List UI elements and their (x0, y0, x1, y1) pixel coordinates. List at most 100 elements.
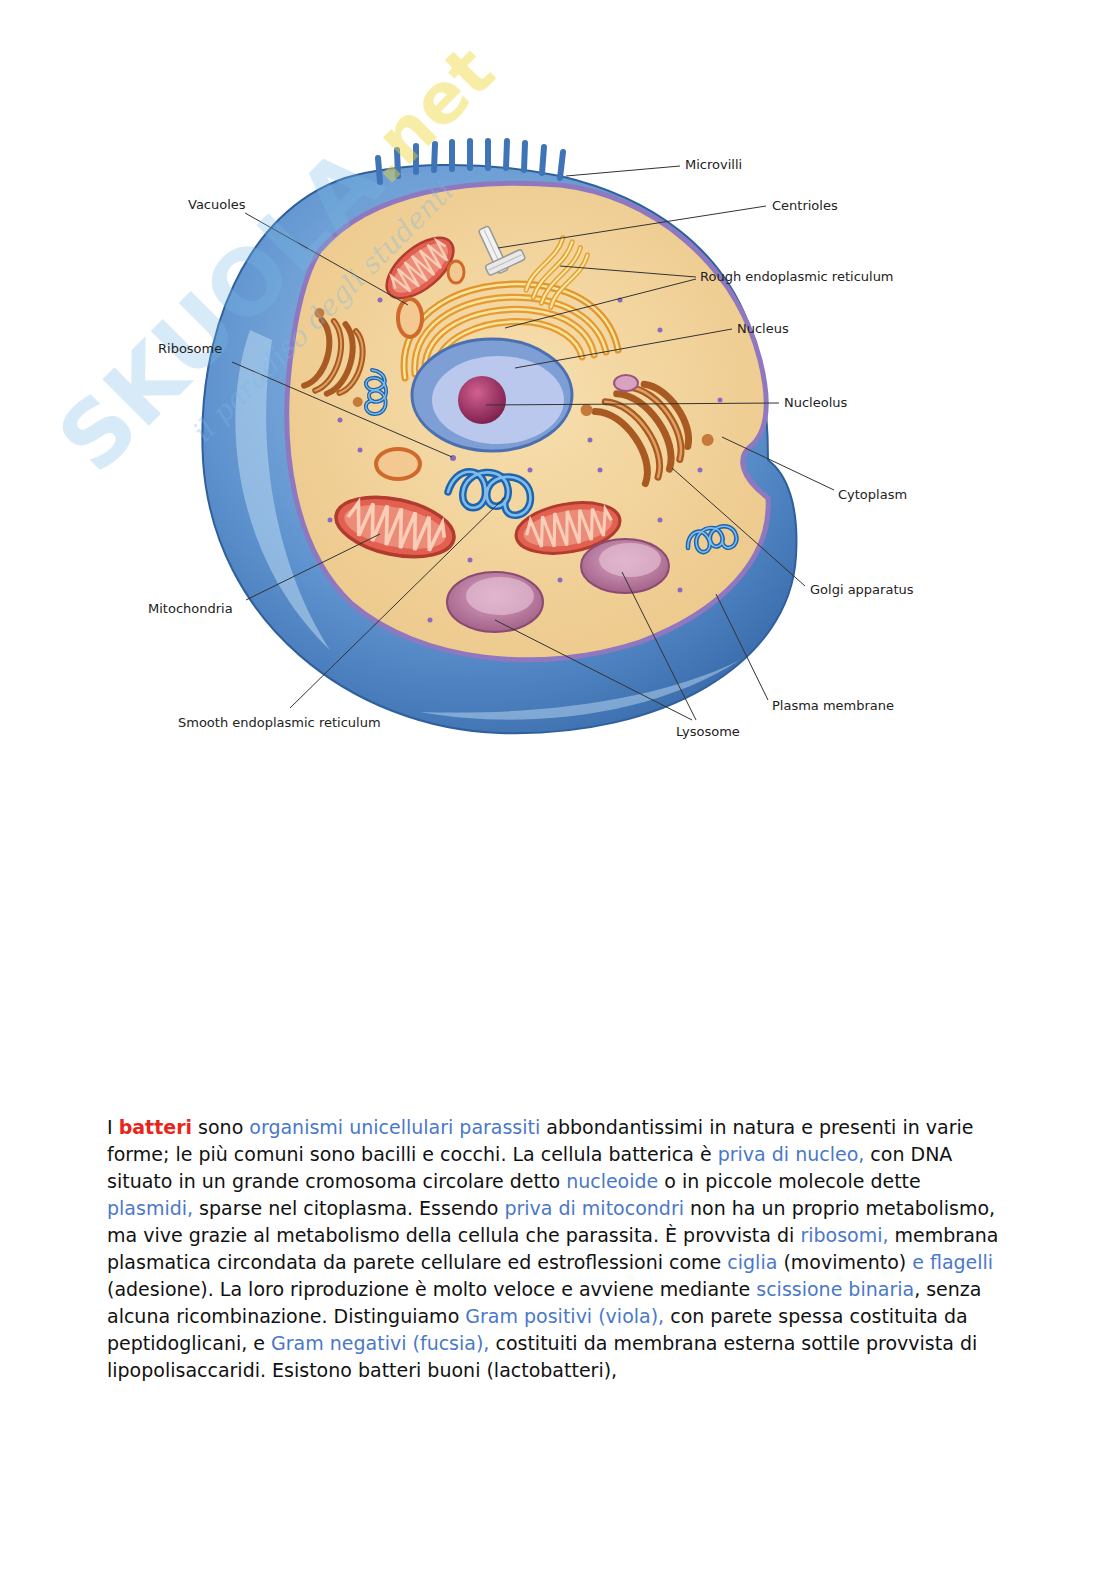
smooth-endoplasmic-reticulum (448, 472, 531, 516)
body-text: (adesione). La loro riproduzione è molto… (107, 1278, 750, 1300)
leader-line (290, 497, 505, 708)
leader-line (515, 329, 732, 368)
mitochondria (344, 498, 448, 557)
vacuoles (614, 375, 638, 391)
part-label: Golgi apparatus (810, 582, 914, 598)
leader-line (495, 620, 692, 720)
part-label: Microvilli (685, 157, 742, 173)
rough-endoplasmic-reticulum (549, 254, 589, 309)
body-text: I (107, 1116, 113, 1138)
leader-line (505, 279, 696, 328)
highlight-text: ribosomi, (800, 1224, 888, 1246)
rough-endoplasmic-reticulum (549, 254, 589, 309)
centrioles (489, 255, 522, 270)
mitochondria (340, 497, 449, 557)
lysosomes (581, 539, 669, 593)
smooth-endoplasmic-reticulum (684, 520, 739, 562)
part-label: Centrioles (772, 198, 838, 214)
leader-line (722, 437, 834, 490)
mitochondria (331, 488, 460, 567)
leader-line (672, 468, 805, 586)
smooth-endoplasmic-reticulum (448, 472, 531, 516)
microvilli (560, 152, 563, 178)
highlight-text: plasmidi, (107, 1197, 193, 1219)
part-label: Nucleolus (784, 395, 847, 411)
part-label: Plasma membrane (772, 698, 894, 714)
watermark: SKUOLA.netil paradiso degli studenti (40, 19, 541, 520)
leader-line (560, 266, 696, 277)
highlight-text: priva di nucleo, (718, 1143, 865, 1165)
golgi-apparatus (327, 324, 360, 397)
vacuoles (448, 261, 464, 283)
plasma-membrane-shell (420, 660, 740, 720)
part-label: Smooth endoplasmic reticulum (178, 715, 381, 731)
rough-endoplasmic-reticulum (523, 235, 590, 311)
microvilli (485, 141, 491, 168)
highlight-text: priva di mitocondri (504, 1197, 684, 1219)
centrioles (485, 249, 526, 276)
microvilli (542, 147, 544, 173)
golgi-apparatus (644, 377, 699, 447)
highlight-text: Gram positivi (viola), (465, 1305, 664, 1327)
vacuoles (376, 449, 420, 479)
lysosomes (599, 543, 661, 577)
centrioles (485, 249, 526, 276)
body-text: sono (198, 1116, 243, 1138)
smooth-endoplasmic-reticulum (684, 520, 739, 562)
leader-line (486, 403, 779, 405)
part-label: Cytoplasm (838, 487, 907, 503)
ribosome-dots (450, 455, 456, 461)
lysosomes (447, 539, 669, 632)
highlight-text: Gram negativi (fucsia), (271, 1332, 489, 1354)
ribosome-dots (328, 298, 723, 623)
highlight-text: e flagelli (912, 1251, 993, 1273)
golgi-apparatus (629, 378, 693, 460)
body-text: (movimento) (783, 1251, 906, 1273)
ribosome-dots (528, 468, 533, 473)
smooth-endoplasmic-reticulum (684, 520, 739, 562)
nucleus (412, 339, 572, 451)
body-text: sparse nel citoplasma. Essendo (199, 1197, 498, 1219)
golgi-apparatus (578, 355, 716, 496)
ribosome-dots (658, 518, 663, 523)
ribosome-dots (588, 438, 593, 443)
keyword: batteri (119, 1116, 192, 1138)
leader-line (566, 166, 680, 176)
ribosome-dots (468, 558, 473, 563)
part-label: Ribosome (158, 341, 222, 357)
golgi-apparatus (352, 396, 364, 408)
leader-line (716, 594, 768, 700)
ribosome-dots (378, 298, 383, 303)
ribosome-dots (598, 468, 603, 473)
centrioles (478, 226, 525, 276)
body-paragraph: I batteri sono organismi unicellulari pa… (107, 1114, 1000, 1384)
leader-line (498, 206, 766, 248)
lysosomes (466, 577, 534, 615)
smooth-endoplasmic-reticulum (360, 368, 391, 415)
part-label: Rough endoplasmic reticulum (700, 269, 894, 285)
ribosome-dots (678, 588, 683, 593)
part-label: Vacuoles (188, 197, 246, 213)
golgi-apparatus (294, 307, 716, 495)
nucleolus (458, 376, 506, 424)
highlight-text: organismi unicellulari parassiti (249, 1116, 540, 1138)
ribosome-dots (698, 468, 703, 473)
ribosome-dots (338, 418, 343, 423)
part-label: Nucleus (737, 321, 789, 337)
nucleus (412, 339, 572, 451)
part-label: Mitochondria (148, 601, 233, 617)
smooth-endoplasmic-reticulum (360, 368, 391, 415)
ribosome-dots (328, 518, 333, 523)
highlight-text: scissione binaria (756, 1278, 914, 1300)
microvilli (506, 141, 507, 168)
lysosomes (447, 572, 543, 632)
smooth-endoplasmic-reticulum (448, 472, 531, 516)
ribosome-dots (358, 448, 363, 453)
ribosome-dots (558, 578, 563, 583)
leader-line (622, 572, 696, 720)
leader-line (246, 534, 380, 600)
vacuoles (398, 299, 422, 337)
body-text: o in piccole molecole dette (664, 1170, 920, 1192)
nucleus (432, 356, 564, 444)
